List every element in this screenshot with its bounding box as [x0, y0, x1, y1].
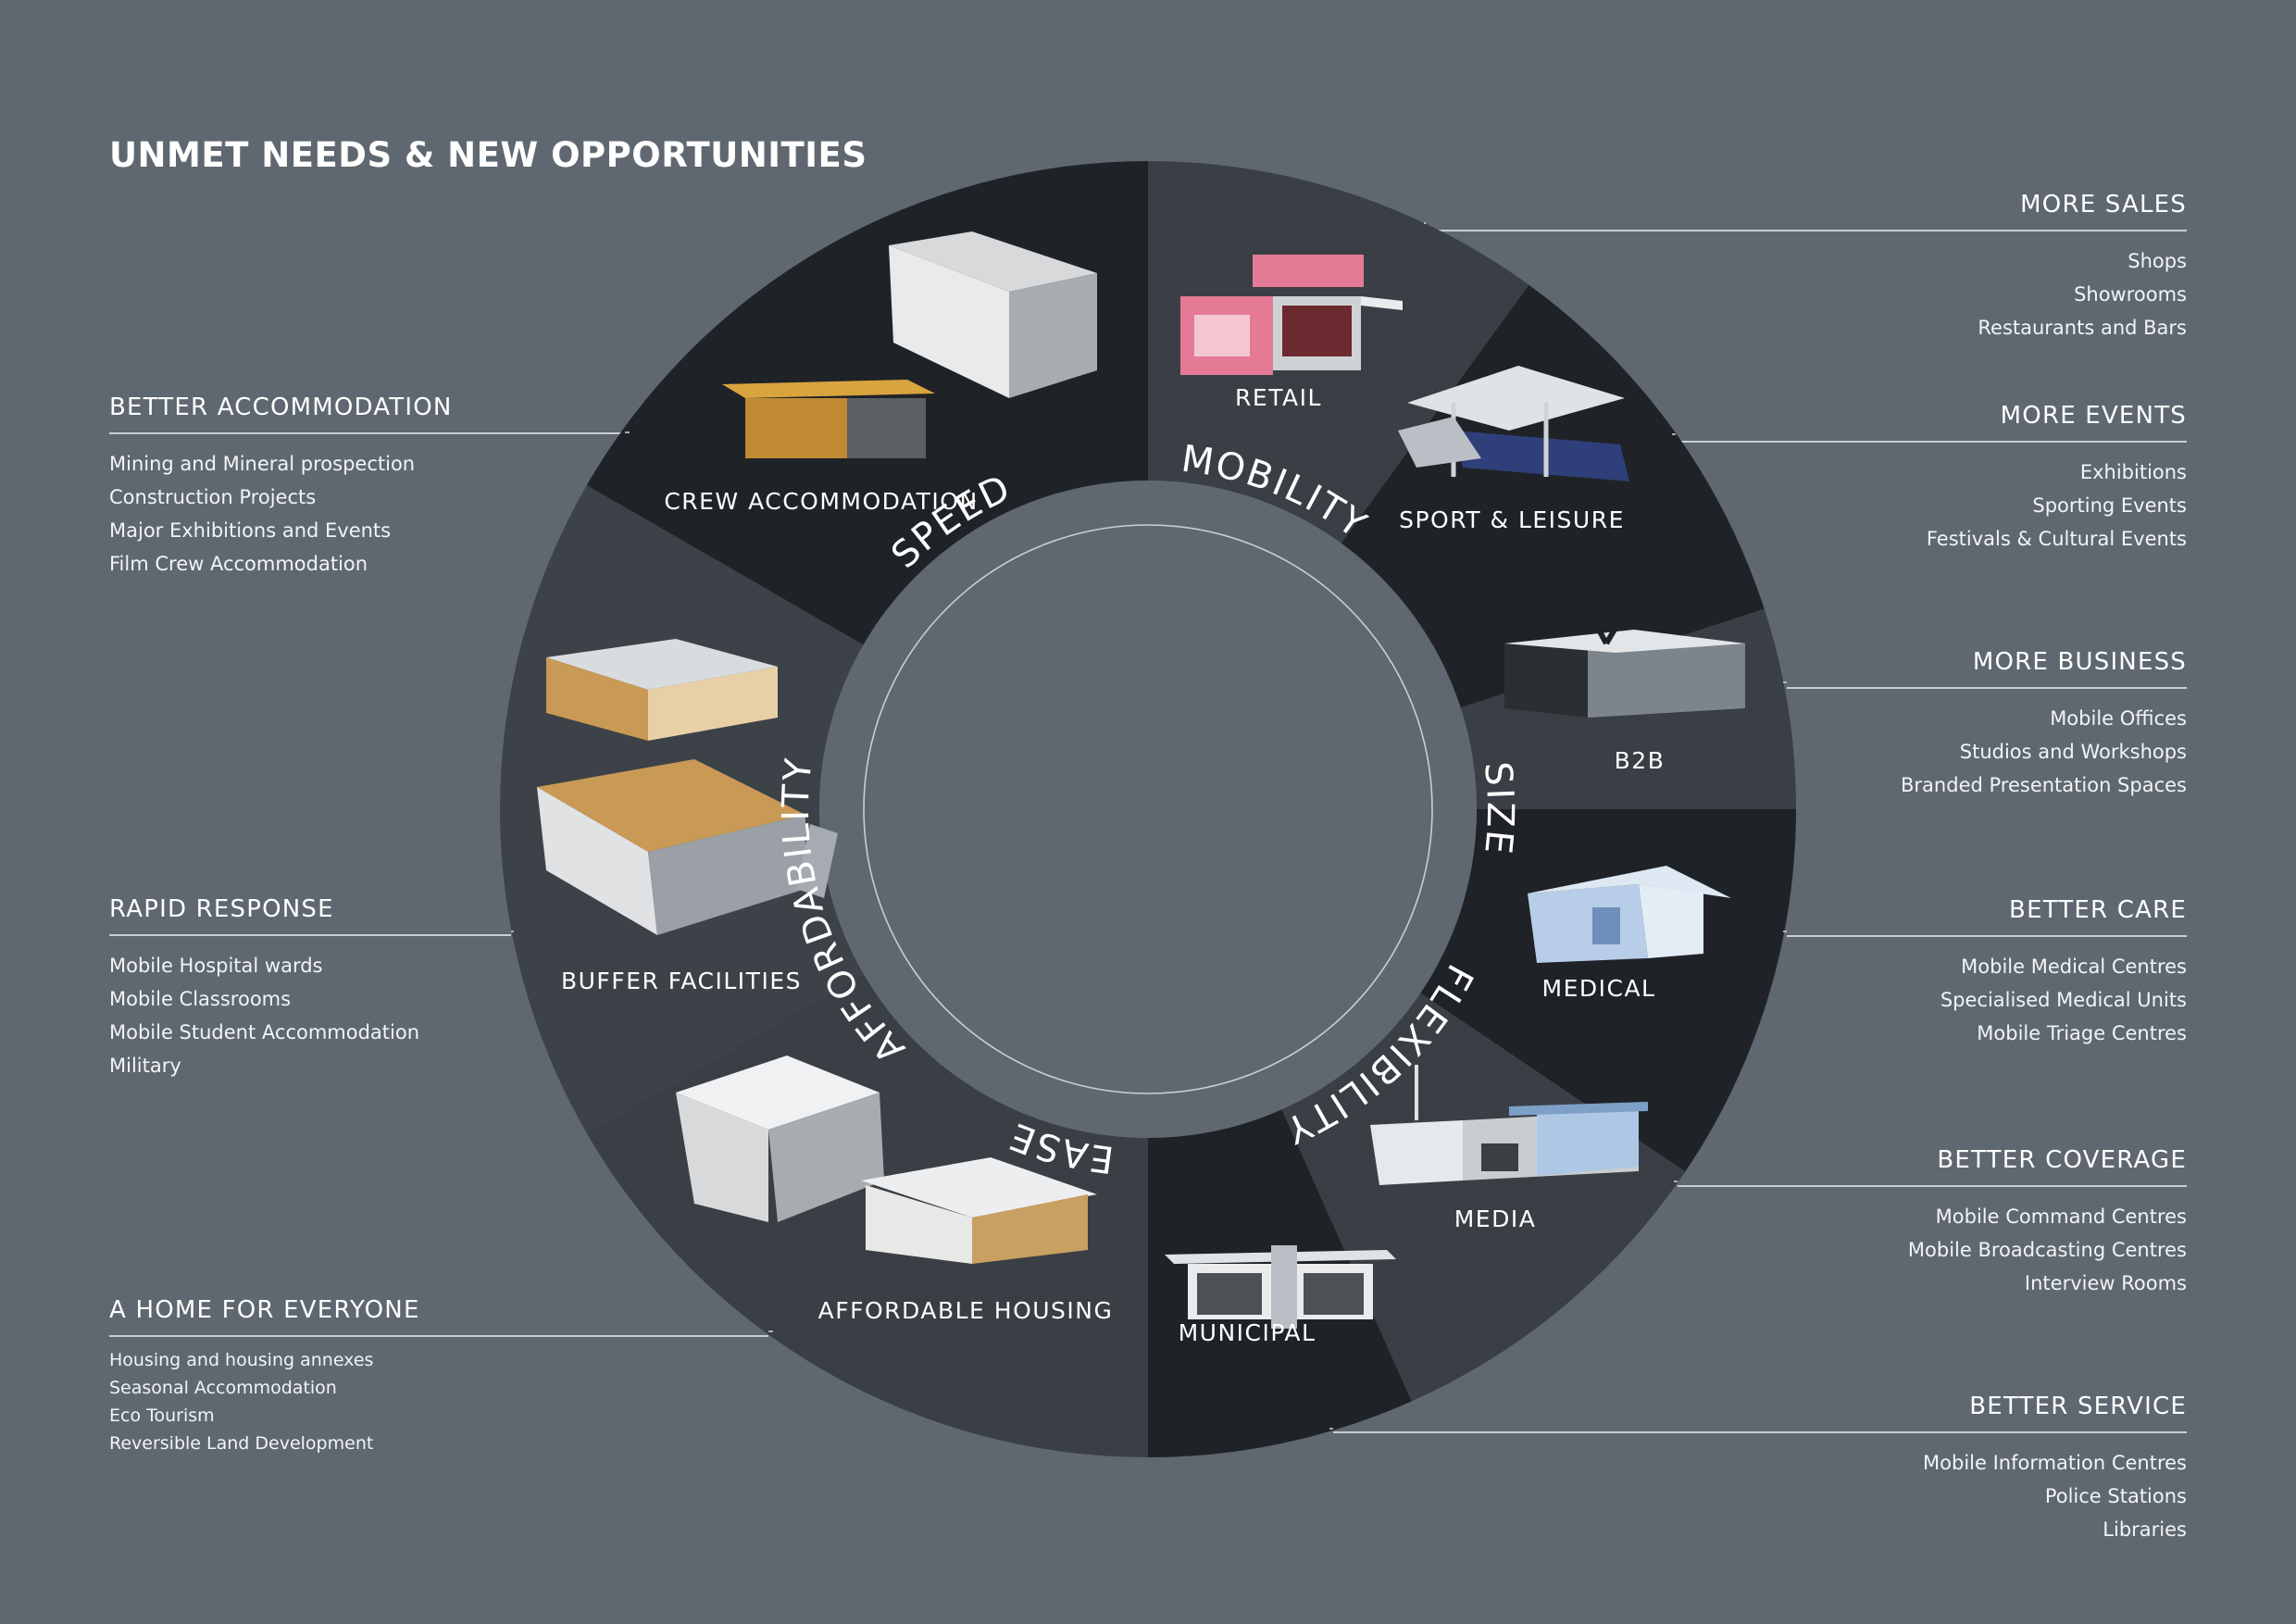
segment-label: CREW ACCOMMODATION [664, 488, 978, 515]
list-item: Mobile Triage Centres [1977, 1022, 2187, 1044]
list-item: Mobile Student Accommodation [109, 1021, 420, 1043]
group-heading: RAPID RESPONSE [109, 895, 511, 936]
group-heading: MORE BUSINESS [1787, 648, 2187, 689]
list-item: Police Stations [2044, 1485, 2187, 1507]
group-more-events: MORE EVENTS Exhibitions Sporting Events … [1676, 402, 2187, 556]
list-item: Specialised Medical Units [1940, 989, 2187, 1011]
list-item: Branded Presentation Spaces [1901, 774, 2187, 796]
list-item: Showrooms [2074, 283, 2187, 306]
group-better-service: BETTER SERVICE Mobile Information Centre… [1333, 1393, 2187, 1546]
group-heading: BETTER COVERAGE [1678, 1146, 2187, 1187]
list-item: Mobile Offices [2050, 707, 2187, 730]
inner-circle [819, 481, 1477, 1138]
list-item: Studios and Workshops [1959, 741, 2187, 763]
list-item: Film Crew Accommodation [109, 553, 368, 575]
list-item: Festivals & Cultural Events [1926, 528, 2187, 550]
list-item: Construction Projects [109, 486, 317, 508]
segment-label: SPORT & LEISURE [1399, 506, 1625, 533]
list-item: Libraries [2103, 1518, 2187, 1541]
crew-accommodation-icon [722, 231, 1097, 458]
list-item: Restaurants and Bars [1978, 317, 2187, 339]
list-item: Shops [2128, 250, 2187, 272]
group-a-home-for-everyone: A HOME FOR EVERYONE Housing and housing … [109, 1296, 768, 1457]
group-better-accommodation: BETTER ACCOMMODATION Mining and Mineral … [109, 394, 628, 581]
list-item: Military [109, 1055, 181, 1077]
list-item: Exhibitions [2079, 461, 2187, 483]
segment-label: MUNICIPAL [1179, 1319, 1316, 1346]
group-heading: MORE SALES [1426, 191, 2187, 231]
list-item: Mobile Hospital wards [109, 955, 323, 977]
group-better-coverage: BETTER COVERAGE Mobile Command Centres M… [1678, 1146, 2187, 1300]
page-title: UNMET NEEDS & NEW OPPORTUNITIES [109, 135, 867, 175]
list-item: Seasonal Accommodation [109, 1378, 337, 1398]
municipal-building-icon [1165, 1245, 1396, 1329]
segment-label: B2B [1615, 747, 1666, 774]
list-item: Major Exhibitions and Events [109, 519, 392, 542]
list-item: Eco Tourism [109, 1405, 215, 1426]
segment-label: MEDICAL [1542, 975, 1656, 1002]
group-heading: MORE EVENTS [1676, 402, 2187, 443]
segment-label: MEDIA [1454, 1206, 1537, 1232]
wheel-segment [1341, 284, 1765, 708]
list-item: Reversible Land Development [109, 1433, 374, 1454]
list-item: Mobile Broadcasting Centres [1907, 1239, 2187, 1261]
segment-label: BUFFER FACILITIES [561, 968, 802, 994]
buffer-facilities-icon [537, 639, 838, 935]
group-better-care: BETTER CARE Mobile Medical Centres Speci… [1787, 896, 2187, 1050]
inner-ring-line [863, 524, 1433, 1094]
segment-label: AFFORDABLE HOUSING [818, 1297, 1114, 1324]
group-rapid-response: RAPID RESPONSE Mobile Hospital wards Mob… [109, 895, 511, 1082]
group-more-business: MORE BUSINESS Mobile Offices Studios and… [1787, 648, 2187, 802]
media-broadcast-icon [1370, 1065, 1648, 1185]
group-more-sales: MORE SALES Shops Showrooms Restaurants a… [1426, 191, 2187, 344]
retail-building-icon [1180, 255, 1403, 375]
list-item: Mobile Command Centres [1935, 1206, 2187, 1228]
list-item: Sporting Events [2032, 494, 2187, 517]
ring-word: SIZE [1476, 760, 1521, 858]
segment-label: RETAIL [1235, 384, 1322, 411]
affordable-housing-icon [676, 1056, 1097, 1264]
list-item: Mobile Information Centres [1923, 1452, 2187, 1474]
b2b-office-icon [1504, 591, 1745, 718]
list-item: Mobile Classrooms [109, 988, 292, 1010]
wheel-segment [1281, 993, 1686, 1402]
medical-unit-icon [1528, 866, 1731, 963]
group-heading: BETTER ACCOMMODATION [109, 394, 628, 434]
list-item: Interview Rooms [2024, 1272, 2187, 1294]
list-item: Mining and Mineral prospection [109, 453, 416, 475]
list-item: Mobile Medical Centres [1961, 956, 2187, 978]
group-heading: BETTER CARE [1787, 896, 2187, 937]
group-heading: A HOME FOR EVERYONE [109, 1296, 768, 1337]
sport-leisure-stand-icon [1398, 366, 1629, 481]
group-heading: BETTER SERVICE [1333, 1393, 2187, 1433]
list-item: Housing and housing annexes [109, 1350, 374, 1370]
